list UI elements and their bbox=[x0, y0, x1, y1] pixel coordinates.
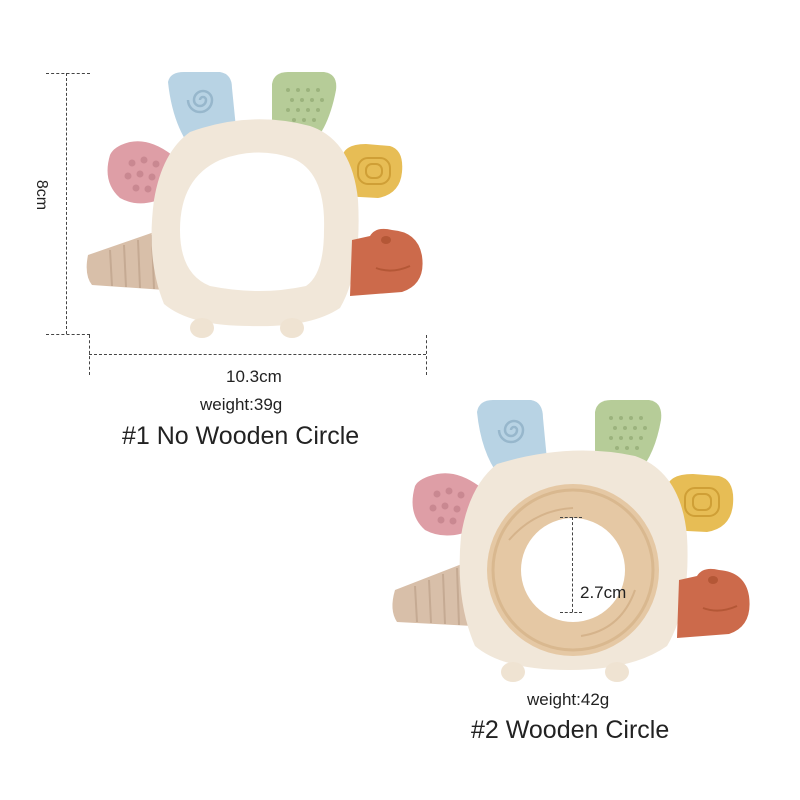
product-title-1: #1 No Wooden Circle bbox=[122, 422, 360, 450]
inner-dimension-line bbox=[572, 517, 573, 612]
width-guide-right bbox=[426, 335, 427, 375]
inner-guide-bottom bbox=[560, 612, 582, 613]
width-label: 10.3cm bbox=[226, 367, 282, 386]
teether-no-wooden-circle-image bbox=[86, 72, 423, 338]
height-guide-top bbox=[46, 73, 90, 74]
height-label: 8cm bbox=[33, 179, 51, 211]
teether-wooden-circle-image bbox=[392, 400, 750, 682]
inner-guide-top bbox=[560, 517, 582, 518]
height-guide-bottom bbox=[46, 334, 90, 335]
weight-label-1: weight:39g bbox=[200, 395, 283, 414]
width-guide-left bbox=[89, 335, 90, 375]
weight-label-2: weight:42g bbox=[527, 690, 610, 709]
inner-diameter-label: 2.7cm bbox=[580, 583, 627, 602]
height-dimension-line bbox=[66, 73, 67, 334]
product-title-2: #2 Wooden Circle bbox=[471, 716, 670, 744]
width-dimension-line bbox=[89, 354, 426, 355]
